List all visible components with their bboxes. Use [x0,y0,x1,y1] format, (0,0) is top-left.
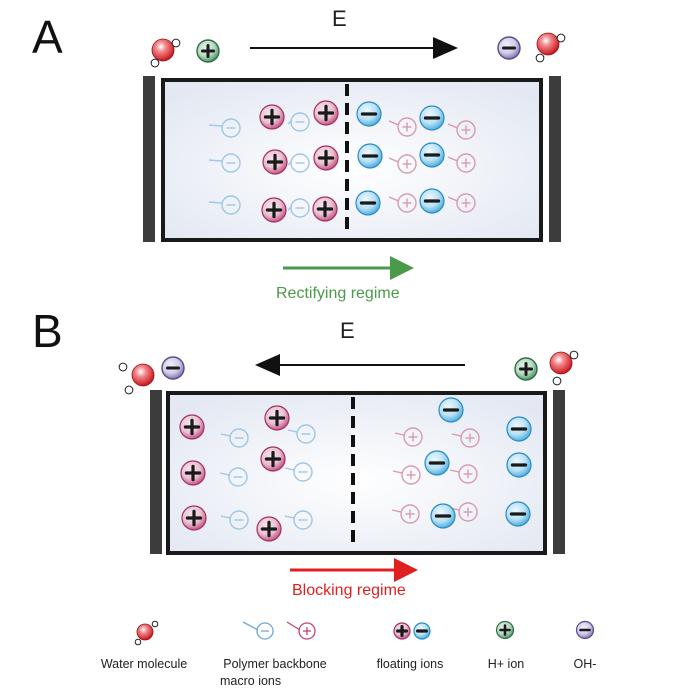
backbone-negative-ion [287,424,316,444]
floating-negative-ion [413,622,431,640]
panel-b-field-arrowhead [255,354,280,376]
panel-b-regime-label: Blocking regime [292,582,406,599]
backbone-positive-ion [388,117,417,137]
backbone-positive-ion [449,464,478,484]
backbone-positive-ion [394,427,423,447]
panel-b-oh-ion [161,356,185,380]
panel-b-field-label: E [340,318,355,343]
panel-a-oh-ion [497,36,521,60]
legend-h-ion-label: H+ ion [487,657,525,671]
floating-negative-ion [357,143,383,169]
legend-h-ion-icon [495,620,515,640]
floating-negative-ion [356,101,382,127]
floating-negative-ion [419,188,445,214]
floating-positive-ion [312,196,338,222]
panel-b-membrane-box [166,391,547,555]
legend-water-label: Water molecule [100,657,188,671]
floating-positive-ion [264,405,290,431]
panel-b-water-molecule-left [118,362,155,395]
floating-positive-ion [181,505,207,531]
panel-a [143,37,561,280]
floating-positive-ion [262,149,288,175]
legend-oh-label: OH- [573,657,597,671]
backbone-negative-ion [287,153,310,173]
floating-positive-ion [179,414,205,440]
legend-backbone-line2: macro ions [220,673,282,688]
panel-a-h-ion [196,39,220,63]
panel-b-letter: B [32,305,63,357]
panel-a-field-arrowhead [433,37,458,59]
backbone-negative-ion [208,118,241,138]
backbone-positive-ion [447,153,476,173]
legend-water-icon [134,620,159,646]
floating-positive-ion [256,516,282,542]
panel-b-regime-arrowhead [394,558,418,582]
floating-positive-ion [180,460,206,486]
floating-negative-ion [506,416,532,442]
legend-backbone-negative-icon [242,621,274,640]
backbone-negative-ion [219,467,248,487]
floating-negative-ion [430,503,456,529]
panel-a-membrane-box [161,78,543,242]
panel-a-water-molecule-left [150,38,181,68]
panel-a-letter: A [32,11,63,63]
panel-a-right-electrode [549,76,561,242]
backbone-positive-ion [388,193,417,213]
panel-b-h-ion [514,357,538,381]
panel-b-water-molecule-right [549,350,579,386]
backbone-negative-ion [220,510,249,530]
backbone-negative-ion [287,198,310,218]
floating-negative-ion [419,105,445,131]
panel-a-regime-label: Rectifying regime [276,285,400,302]
floating-positive-ion [260,446,286,472]
floating-negative-ion [438,397,464,423]
legend-backbone-line1: Polymer backbone [223,657,327,671]
legend-oh-icon [575,620,595,640]
floating-positive-ion [313,145,339,171]
floating-negative-ion [355,190,381,216]
floating-negative-ion [419,142,445,168]
panel-a-field-label: E [332,6,347,31]
backbone-negative-ion [284,510,313,530]
floating-positive-ion [259,104,285,130]
particles-layer [118,32,595,646]
backbone-positive-ion [392,465,421,485]
legend-backbone-label: Polymer backbone macro ions [212,656,338,690]
backbone-negative-ion [284,462,313,482]
backbone-positive-ion [391,504,420,524]
floating-positive-ion [313,100,339,126]
floating-negative-ion [506,452,532,478]
backbone-negative-ion [208,153,241,173]
floating-negative-ion [424,450,450,476]
backbone-negative-ion [287,112,310,132]
backbone-positive-ion [451,428,480,448]
panel-b [150,354,565,582]
floating-positive-ion [393,622,411,640]
backbone-positive-ion [447,120,476,140]
legend-floating-label: floating ions [376,657,444,671]
backbone-positive-ion [447,193,476,213]
panel-a-water-molecule-right [535,32,566,63]
panel-b-right-electrode [553,390,565,554]
floating-positive-ion [261,197,287,223]
legend-backbone-positive-icon [286,621,316,640]
panel-a-left-electrode [143,76,155,242]
backbone-positive-ion [388,154,417,174]
backbone-negative-ion [220,428,249,448]
backbone-negative-ion [208,195,241,215]
panel-a-regime-arrowhead [390,256,414,280]
floating-negative-ion [505,501,531,527]
panel-b-left-electrode [150,390,162,554]
